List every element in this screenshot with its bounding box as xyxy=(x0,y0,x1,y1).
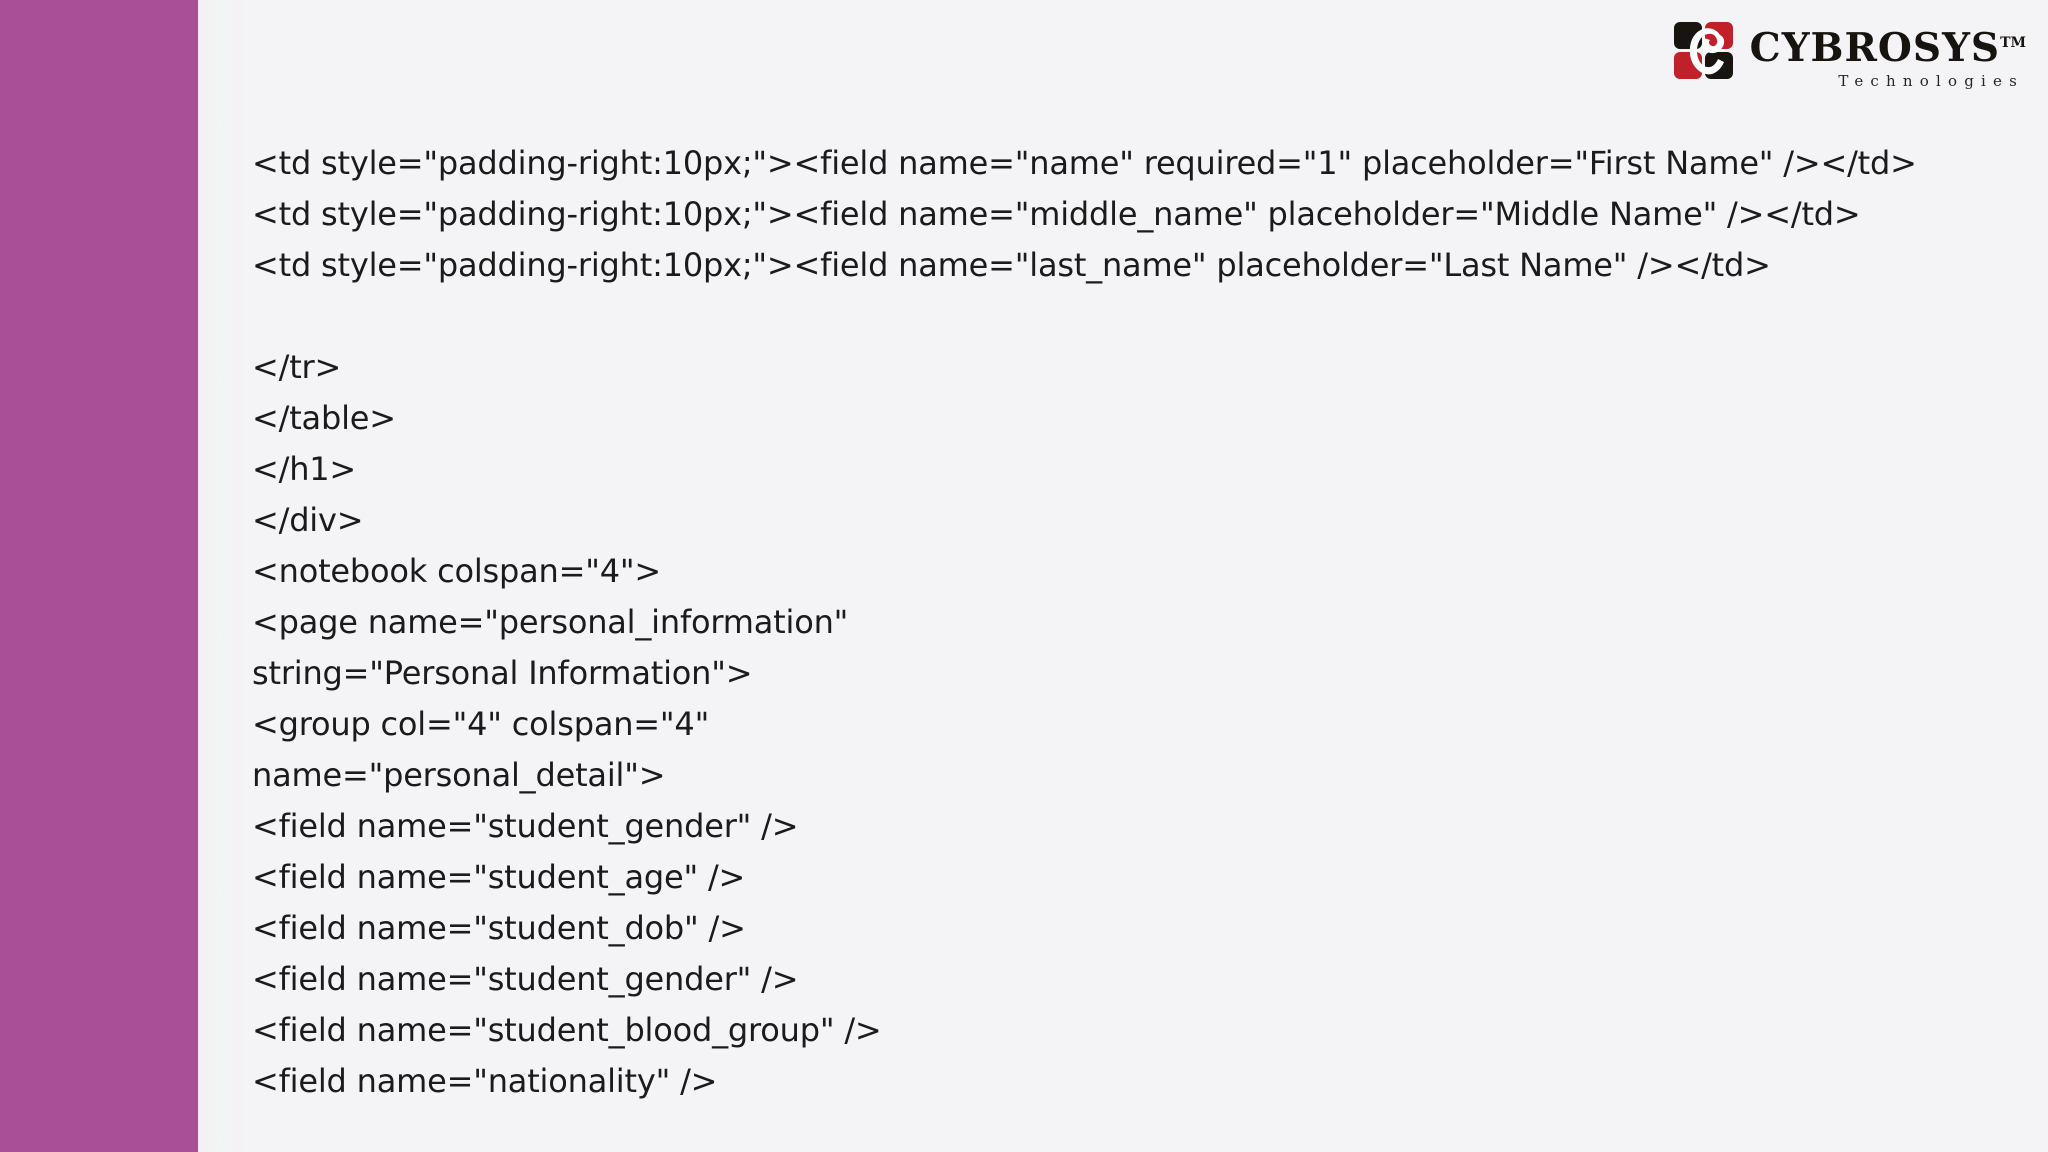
code-line-blank xyxy=(252,291,2008,342)
code-line: </table> xyxy=(252,399,396,437)
code-line: <field name="student_blood_group" /> xyxy=(252,1011,882,1049)
code-line: </tr> xyxy=(252,348,342,386)
code-line: <td style="padding-right:10px;"><field n… xyxy=(252,195,1861,233)
code-line: <group col="4" colspan="4" xyxy=(252,705,710,743)
code-line: name="personal_detail"> xyxy=(252,756,666,794)
code-line: <field name="nationality" /> xyxy=(252,1062,718,1100)
code-line: <page name="personal_information" xyxy=(252,603,849,641)
code-line: </div> xyxy=(252,501,364,539)
accent-band-gradient xyxy=(198,0,250,1152)
code-line: <td style="padding-right:10px;"><field n… xyxy=(252,246,1771,284)
code-listing: <td style="padding-right:10px;"><field n… xyxy=(252,138,2008,1107)
code-line: <field name="student_gender" /> xyxy=(252,807,799,845)
code-line: string="Personal Information"> xyxy=(252,654,753,692)
logo-wordmark: CYBROSYSTM Technologies xyxy=(1750,22,2026,91)
code-line: <field name="student_dob" /> xyxy=(252,909,746,947)
logo-company-name: CYBROSYSTM xyxy=(1750,23,2026,68)
code-line: <notebook colspan="4"> xyxy=(252,552,662,590)
code-line: </h1> xyxy=(252,450,357,488)
left-accent-band xyxy=(0,0,198,1152)
cybrosys-logo-mark-icon xyxy=(1673,22,1736,80)
logo-trademark-symbol: TM xyxy=(2000,35,2026,51)
logo-tagline: Technologies xyxy=(1838,72,2024,90)
code-line: <field name="student_age" /> xyxy=(252,858,746,896)
code-line: <field name="student_gender" /> xyxy=(252,960,799,998)
code-line: <td style="padding-right:10px;"><field n… xyxy=(252,144,1917,182)
logo-c-glyph-icon xyxy=(1689,28,1724,75)
logo-company-name-text: CYBROSYS xyxy=(1749,25,2001,71)
cybrosys-logo: CYBROSYSTM Technologies xyxy=(1673,22,2026,91)
